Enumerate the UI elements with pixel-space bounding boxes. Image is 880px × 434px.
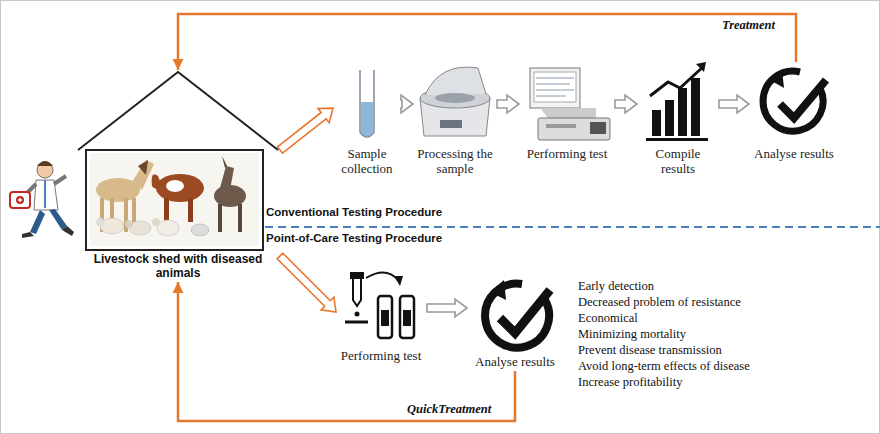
step-node: Processing the sample — [416, 62, 494, 176]
animals-picture — [90, 153, 259, 246]
icon-space — [752, 62, 836, 146]
test-tube-icon — [360, 70, 374, 137]
connector — [173, 282, 516, 421]
node-label: Sample collection — [335, 146, 399, 176]
centrifuge-icon — [420, 67, 490, 136]
connector — [173, 14, 797, 70]
connector — [427, 299, 467, 317]
procedure-label: Point-of-Care Testing Procedure — [266, 232, 442, 244]
benefit-item: Economical — [578, 311, 638, 326]
check-cycle-icon — [763, 70, 826, 131]
connector — [278, 108, 334, 153]
connector — [615, 95, 637, 113]
node-label: Analyse results — [752, 146, 836, 161]
icon-space — [470, 268, 560, 354]
connector — [401, 95, 413, 113]
benefit-item: Early detection — [578, 279, 654, 294]
step-node: Compile results — [640, 62, 716, 176]
rapid-test-icon — [345, 272, 414, 338]
hollow-arrow — [719, 95, 749, 113]
hollow-arrow — [497, 95, 519, 113]
bar-chart-icon — [646, 62, 708, 141]
connector — [719, 95, 749, 113]
benefit-item: Avoid long-term effects of disease — [578, 359, 750, 374]
step-node: Sample collection — [335, 62, 399, 176]
node-label: Processing the sample — [416, 146, 494, 176]
benefit-item: Minimizing mortality — [578, 327, 686, 342]
node-label: Performing test — [338, 348, 424, 363]
edge-label: Treatment — [720, 18, 777, 33]
icon-space — [522, 62, 612, 146]
procedure-label: Conventional Testing Procedure — [266, 206, 442, 218]
analyzer-icon — [530, 68, 610, 140]
hollow-arrow — [615, 95, 637, 113]
treatment-line — [178, 282, 515, 421]
edge-label: QuickTreatment — [405, 402, 493, 417]
node-label: Analyse results — [470, 354, 560, 369]
icon-space — [78, 70, 278, 252]
shed-node: Livestock shed with diseased animals — [78, 70, 278, 280]
icon-space — [416, 62, 494, 146]
step-node: Analyse results — [470, 268, 560, 369]
benefit-item: Decreased problem of resistance — [578, 295, 741, 310]
icon-space — [335, 62, 399, 146]
connector — [277, 253, 336, 312]
arrow-head — [173, 282, 184, 293]
benefit-item: Prevent disease transmission — [578, 343, 722, 358]
node-label: Livestock shed with diseased animals — [78, 252, 278, 280]
node-label: Performing test — [522, 146, 612, 161]
arrow-head — [173, 59, 184, 70]
connector — [497, 95, 519, 113]
hollow-arrow — [427, 299, 467, 317]
step-node: Performing test — [338, 268, 424, 363]
step-node: Performing test — [522, 62, 612, 161]
shed-house — [78, 72, 278, 250]
divider-line — [265, 226, 880, 228]
hollow-arrow — [401, 95, 413, 113]
benefit-item: Increase profitability — [578, 375, 682, 390]
doctor-figure — [10, 161, 74, 238]
step-node: Analyse results — [752, 62, 836, 161]
icon-space — [640, 62, 716, 146]
node-label: Compile results — [640, 146, 716, 176]
icon-space — [338, 268, 424, 348]
treatment-line — [178, 14, 796, 70]
hollow-arrow — [278, 108, 334, 153]
check-cycle-icon — [485, 280, 550, 348]
hollow-arrow — [277, 253, 336, 312]
